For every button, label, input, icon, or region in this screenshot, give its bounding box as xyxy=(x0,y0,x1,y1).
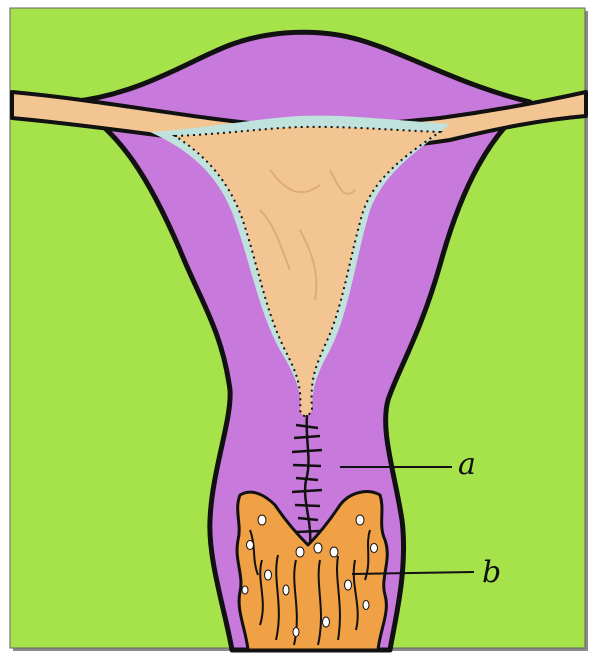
label-a: a xyxy=(458,447,476,482)
label-b: b xyxy=(482,555,501,590)
